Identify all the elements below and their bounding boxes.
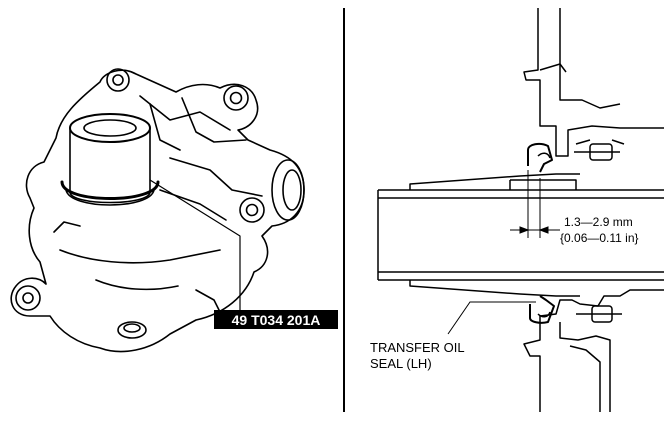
tool-callout-box — [214, 310, 338, 329]
mount-hole-right — [245, 203, 259, 217]
bearing-upper-cage — [575, 139, 625, 145]
tool-leader-line — [149, 179, 241, 311]
mount-ear-top-right — [223, 85, 249, 111]
seal-leader-line — [447, 301, 536, 335]
housing-rib-4 — [169, 157, 263, 197]
shaft-collar-upper — [509, 179, 577, 190]
dimension-arrow-right — [538, 226, 549, 234]
housing-stepped-face — [539, 63, 567, 73]
shaft-collar-step — [409, 173, 580, 190]
oil-seal-lower — [529, 295, 555, 324]
installer-tool-bore — [83, 119, 137, 137]
mount-ear-top-left — [106, 68, 130, 92]
housing-wall-upper — [523, 8, 664, 157]
housing-wall-upper-inner — [559, 8, 621, 109]
mount-hole-top-left — [112, 74, 124, 86]
shaft-collar-lower — [409, 280, 580, 297]
oil-seal-upper — [527, 142, 553, 173]
housing-lower-edge-3 — [95, 279, 179, 291]
housing-wall-lower-inner — [559, 322, 611, 412]
seal-label-line1: TRANSFER OIL — [370, 340, 465, 355]
output-boss-inner — [282, 169, 302, 211]
housing-wall-lower-inner-2 — [569, 345, 601, 412]
right-panel-section-view — [377, 8, 664, 412]
installer-tool-base-ring-2 — [65, 189, 155, 206]
mount-hole-bottom-left — [22, 292, 34, 304]
housing-wall-lower — [523, 289, 664, 412]
housing-lower-edge-2 — [53, 221, 81, 233]
housing-rib-2 — [149, 103, 181, 151]
installer-tool-body — [69, 127, 151, 204]
housing-rib-3 — [181, 97, 247, 143]
seal-label-line2: SEAL (LH) — [370, 356, 432, 371]
housing-rib-1 — [139, 95, 231, 131]
mount-ear-bottom-left — [15, 285, 41, 311]
tool-callout-text: 49 T034 201A — [232, 312, 321, 328]
mount-ear-right — [239, 197, 265, 223]
dimension-arrow-left — [519, 226, 530, 234]
dimension-value-mm: 1.3—2.9 mm — [564, 215, 633, 229]
installer-tool-base-ring — [60, 180, 160, 200]
dimension-markers — [510, 170, 560, 238]
housing-lower-edge-1 — [59, 249, 221, 264]
installer-tool-top-rim — [69, 113, 151, 143]
output-boss-outer — [271, 159, 305, 221]
oil-seal-lower-lip — [537, 311, 551, 318]
mount-hole-top-right — [229, 91, 243, 105]
drain-plug-inner — [123, 323, 141, 333]
left-panel-illustration — [10, 68, 305, 353]
dimension-value-in: {0.06—0.11 in} — [560, 231, 639, 245]
oil-seal-upper-lip — [537, 152, 551, 159]
